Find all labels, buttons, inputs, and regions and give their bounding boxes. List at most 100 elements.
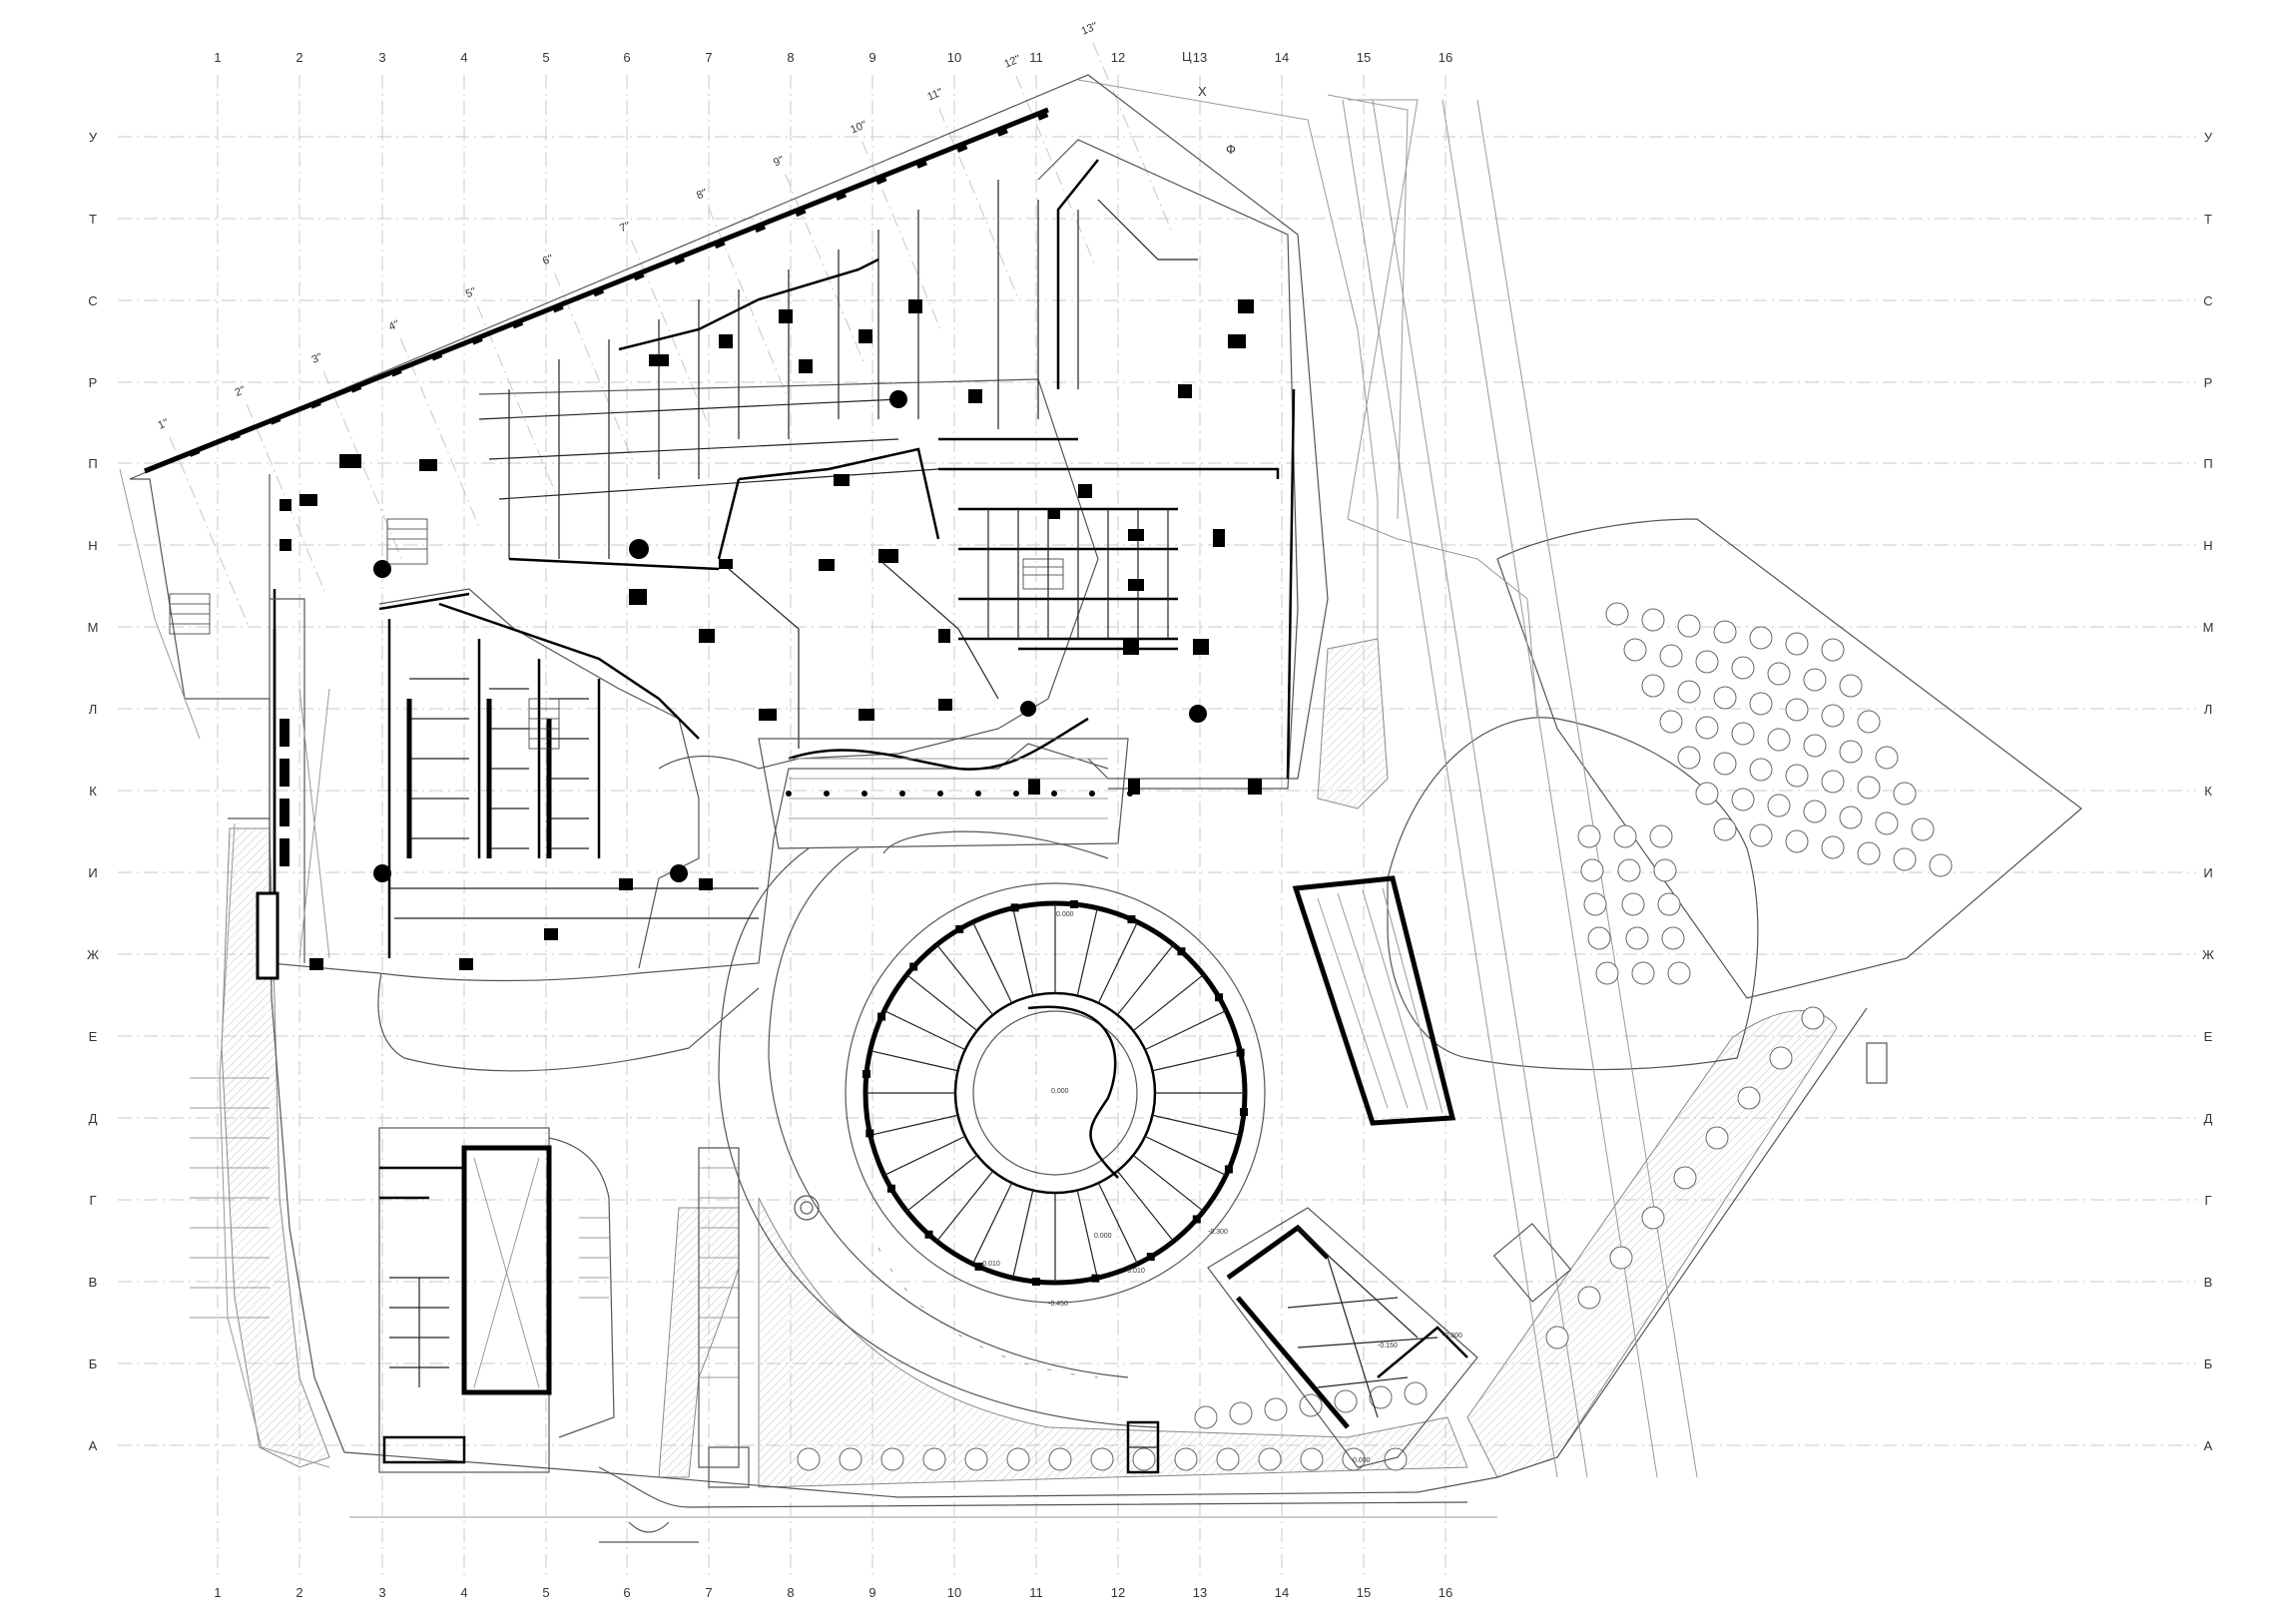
diagonal-axis-label: 2'' — [234, 384, 248, 399]
facade-window-mark — [349, 383, 362, 393]
column-dot — [786, 791, 792, 797]
tree — [1821, 638, 1845, 662]
tree — [1767, 728, 1791, 752]
row-axis-label: Б — [2204, 1356, 2213, 1371]
tree — [1713, 686, 1737, 710]
rotunda-column — [1215, 993, 1224, 1002]
southwest-building — [378, 1127, 615, 1473]
wall-segment — [859, 329, 872, 343]
rotunda-partition — [869, 1050, 958, 1072]
wall-segment — [719, 334, 733, 348]
round-column — [889, 390, 907, 408]
diagonal-grid-line — [861, 141, 943, 333]
rotunda-partition — [1132, 1154, 1204, 1212]
row-axis-label: П — [2203, 456, 2212, 471]
level-mark: -0.150 — [1378, 1343, 1398, 1350]
row-axis-label: Т — [89, 212, 97, 227]
rotunda-partition — [906, 1154, 978, 1212]
wall-segment — [1128, 779, 1140, 795]
trees — [797, 602, 1953, 1471]
rotunda-column — [877, 1012, 886, 1021]
row-axis-label: Е — [2204, 1029, 2213, 1044]
tree — [880, 1447, 904, 1471]
row-axis-label: Е — [89, 1029, 98, 1044]
round-column — [629, 539, 649, 559]
row-axis-label: П — [88, 456, 97, 471]
column-axis-label: 15 — [1357, 1585, 1371, 1600]
row-axis-label: М — [2203, 620, 2214, 635]
north-room-strip — [478, 210, 940, 571]
west-service-wing — [256, 598, 330, 980]
diagonal-axis-label: 13'' — [1079, 20, 1099, 37]
diagonal-grid-line — [1092, 42, 1174, 236]
facade-window-mark — [714, 239, 726, 250]
column-axis-label: 8 — [787, 1585, 794, 1600]
tree — [1801, 1006, 1825, 1030]
tree — [1785, 764, 1809, 788]
tree — [1577, 1286, 1601, 1310]
row-axis-label: Н — [88, 538, 97, 553]
tree — [1613, 824, 1637, 848]
tree — [1659, 710, 1683, 734]
wall-segment — [968, 389, 982, 403]
tree — [1749, 626, 1773, 650]
column-axis-label: 14 — [1275, 50, 1289, 65]
wall-segment — [419, 459, 437, 471]
row-axis-label: Д — [89, 1111, 98, 1126]
diagonal-axis-label: 4'' — [387, 318, 401, 333]
wall-segment — [699, 629, 715, 643]
diagonal-axis-label: 6'' — [541, 253, 555, 268]
tree — [1623, 638, 1647, 662]
tree — [1695, 782, 1719, 806]
column-axis-label: 10 — [947, 1585, 961, 1600]
tree — [1731, 656, 1755, 680]
rotunda-column — [1032, 1278, 1041, 1287]
axis-label-kh: Х — [1198, 84, 1207, 99]
tree — [1875, 811, 1899, 835]
rotunda-partition — [906, 974, 978, 1032]
tree — [1857, 841, 1881, 865]
row-axis-label: Д — [2204, 1111, 2213, 1126]
rotunda-partition — [936, 1170, 994, 1242]
tree — [1661, 926, 1685, 950]
rotunda-partition — [1116, 944, 1174, 1016]
column-axis-label: 1 — [214, 50, 221, 65]
tree — [1677, 746, 1701, 770]
tree — [1659, 644, 1683, 668]
tree — [1677, 614, 1701, 638]
facade-window-mark — [592, 286, 605, 297]
tree — [1767, 794, 1791, 817]
facade-window-mark — [1036, 111, 1049, 121]
wall-segment — [1248, 779, 1262, 795]
main-building — [119, 74, 1329, 982]
column-axis-label: 3 — [378, 50, 385, 65]
tree — [1785, 632, 1809, 656]
row-axis-label: В — [2204, 1275, 2213, 1290]
column-axis-label: 9 — [868, 50, 875, 65]
facade-window-mark — [471, 335, 483, 345]
column-axis-label: 6 — [623, 1585, 630, 1600]
west-room-block — [387, 619, 759, 958]
row-axis-label: С — [88, 293, 97, 308]
stairs — [169, 518, 1064, 750]
tree — [1695, 716, 1719, 740]
wall-segment — [280, 499, 291, 511]
tree — [1785, 698, 1809, 722]
tree — [1132, 1447, 1156, 1471]
facade-window-mark — [955, 143, 968, 153]
rotunda-column — [1069, 899, 1078, 908]
column-axis-label: 14 — [1275, 1585, 1289, 1600]
tree — [1621, 892, 1645, 916]
rotunda-column — [1146, 1253, 1155, 1262]
facade-window-mark — [229, 431, 241, 441]
tree — [1264, 1397, 1288, 1421]
structural-walls — [280, 299, 1262, 970]
facade-windows — [188, 111, 1049, 457]
round-column — [373, 560, 391, 578]
rotunda-column — [924, 1230, 933, 1239]
rotunda-building — [845, 882, 1266, 1378]
wall-segment — [699, 878, 713, 890]
rotunda-partition — [883, 1010, 966, 1051]
rotunda-column — [886, 1184, 895, 1193]
